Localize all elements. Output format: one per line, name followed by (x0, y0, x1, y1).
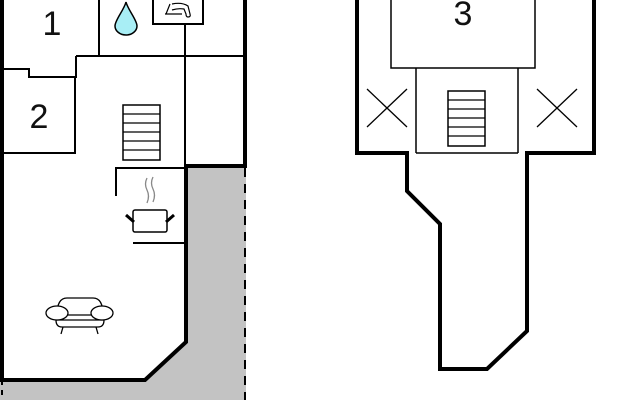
armchair-icon (45, 297, 114, 335)
upper-outer-wall (355, 0, 596, 371)
wall-room2 (2, 78, 76, 154)
room-label-3: 3 (454, 0, 473, 33)
room-label-1: 1 (43, 5, 62, 43)
stairs-icon (122, 104, 161, 161)
room-3-box (390, 0, 536, 69)
void-cross-icon (536, 88, 578, 128)
shower-drop-icon (114, 1, 138, 36)
kitchen-counter-top (115, 167, 185, 196)
outer-wall (0, 0, 247, 382)
terrace-area (0, 168, 246, 400)
wall-room1 (2, 56, 77, 78)
room-label-2: 2 (30, 98, 49, 136)
upper-floor: 3 (355, 0, 596, 371)
ground-floor: 1 2 (0, 0, 247, 400)
stairs-icon (447, 90, 486, 147)
void-cross-icon (366, 88, 408, 128)
cooking-pot-icon (125, 176, 175, 233)
washbasin-tap-icon (152, 0, 204, 25)
